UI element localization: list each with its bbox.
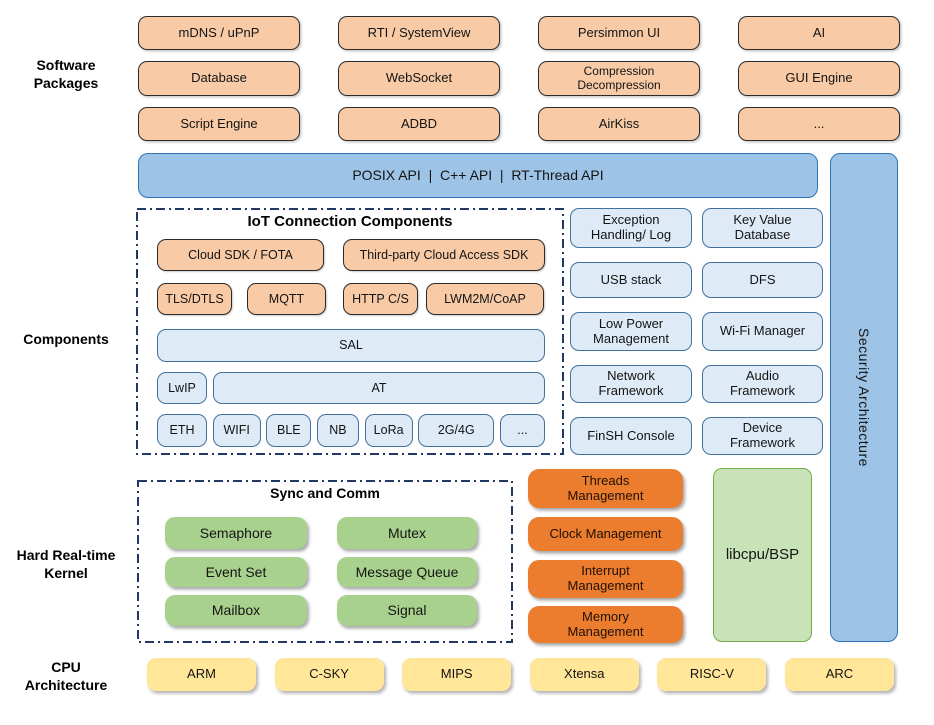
iot-ble: BLE: [266, 414, 312, 447]
package-database: Database: [138, 61, 300, 96]
iot-dashed-border: [136, 208, 564, 455]
component-network-framework: Network Framework: [570, 365, 692, 403]
iot-http-cs: HTTP C/S: [343, 283, 418, 315]
sync-box-title: Sync and Comm: [270, 485, 380, 501]
package-more: ...: [738, 107, 900, 141]
package-rti-systemview: RTI / SystemView: [338, 16, 500, 50]
kernel-clock-management: Clock Management: [528, 517, 683, 551]
kernel-semaphore: Semaphore: [165, 517, 307, 549]
kernel-signal: Signal: [337, 595, 477, 626]
kernel-libcpu-bsp: libcpu/BSP: [713, 468, 812, 642]
component-low-power-management: Low Power Management: [570, 312, 692, 351]
api-bar: POSIX API | C++ API | RT-Thread API: [138, 153, 818, 198]
package-compression-decompression: Compression Decompression: [538, 61, 700, 96]
label-components: Components: [23, 331, 109, 347]
cpu-arm: ARM: [147, 658, 256, 691]
component-dfs: DFS: [702, 262, 823, 298]
kernel-memory-management: Memory Management: [528, 606, 683, 643]
package-mdns-upnp: mDNS / uPnP: [138, 16, 300, 50]
kernel-interrupt-management: Interrupt Management: [528, 560, 683, 598]
software-packages-grid: mDNS / uPnP RTI / SystemView Persimmon U…: [138, 16, 900, 141]
component-key-value-database: Key Value Database: [702, 208, 823, 248]
label-software-packages: Software Packages: [33, 57, 99, 92]
label-hard-realtime-kernel: Hard Real-time Kernel: [16, 547, 116, 582]
iot-lwm2m-coap: LWM2M/CoAP: [426, 283, 544, 315]
iot-nb: NB: [316, 414, 359, 447]
iot-cloud-row: Cloud SDK / FOTA Third-party Cloud Acces…: [157, 239, 545, 271]
iot-wifi: WIFI: [212, 414, 261, 447]
sync-dashed-border: [137, 480, 513, 643]
iot-thirdparty-cloud-sdk: Third-party Cloud Access SDK: [343, 239, 545, 271]
iot-more: ...: [499, 414, 545, 447]
package-websocket: WebSocket: [338, 61, 500, 96]
package-ai: AI: [738, 16, 900, 50]
package-adbd: ADBD: [338, 107, 500, 141]
iot-sal-row: SAL: [157, 329, 545, 362]
iot-mqtt: MQTT: [247, 283, 326, 315]
iot-sal: SAL: [157, 329, 545, 362]
component-audio-framework: Audio Framework: [702, 365, 823, 403]
component-wifi-manager: Wi-Fi Manager: [702, 312, 823, 351]
kernel-mailbox: Mailbox: [165, 595, 307, 626]
kernel-mutex: Mutex: [337, 517, 477, 549]
cpu-arc: ARC: [784, 658, 894, 691]
cpu-risc-v: RISC-V: [657, 658, 767, 691]
kernel-threads-management: Threads Management: [528, 469, 683, 508]
sync-items-grid: Semaphore Mutex Event Set Message Queue …: [165, 517, 477, 626]
iot-lora: LoRa: [364, 414, 413, 447]
component-finsh-console: FinSH Console: [570, 417, 692, 455]
sync-and-comm-box: Sync and Comm: [137, 480, 513, 643]
iot-tls-dtls: TLS/DTLS: [157, 283, 232, 315]
cpu-architecture-row: ARM C-SKY MIPS Xtensa RISC-V ARC: [147, 658, 894, 691]
kernel-event-set: Event Set: [165, 557, 307, 587]
iot-cloud-sdk-fota: Cloud SDK / FOTA: [157, 239, 324, 271]
cpu-xtensa: Xtensa: [529, 658, 639, 691]
iot-2g4g: 2G/4G: [418, 414, 495, 447]
component-device-framework: Device Framework: [702, 417, 823, 455]
cpu-c-sky: C-SKY: [274, 658, 384, 691]
iot-at: AT: [213, 372, 545, 404]
iot-net-row: LwIP AT: [157, 372, 545, 404]
package-persimmon-ui: Persimmon UI: [538, 16, 700, 50]
iot-protocol-row: TLS/DTLS MQTT HTTP C/S LWM2M/CoAP: [157, 283, 545, 315]
package-airkiss: AirKiss: [538, 107, 700, 141]
component-usb-stack: USB stack: [570, 262, 692, 298]
iot-lwip: LwIP: [157, 372, 207, 404]
label-cpu-architecture: CPU Architecture: [24, 659, 108, 694]
kernel-message-queue: Message Queue: [337, 557, 477, 587]
iot-box-title: IoT Connection Components: [247, 213, 453, 230]
package-script-engine: Script Engine: [138, 107, 300, 141]
iot-eth: ETH: [157, 414, 207, 447]
component-exception-handling-log: Exception Handling/ Log: [570, 208, 692, 248]
package-gui-engine: GUI Engine: [738, 61, 900, 96]
component-boxes-grid: Exception Handling/ Log Key Value Databa…: [570, 208, 823, 455]
security-architecture-bar: Security Architecture: [830, 153, 898, 642]
iot-connection-components-box: IoT Connection Components Cloud SDK / FO…: [136, 208, 564, 455]
cpu-mips: MIPS: [402, 658, 512, 691]
iot-link-row: ETH WIFI BLE NB LoRa 2G/4G ...: [157, 414, 545, 447]
security-architecture-label: Security Architecture: [856, 328, 873, 467]
